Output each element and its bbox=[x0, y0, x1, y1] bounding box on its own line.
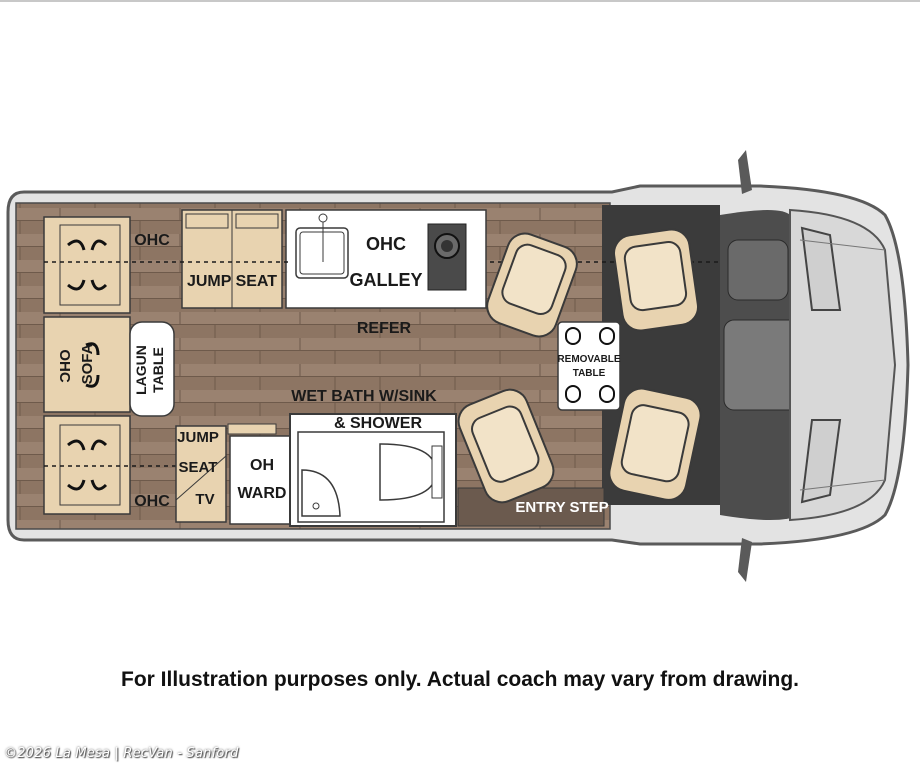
jump-seat-tv bbox=[175, 425, 227, 523]
wet-bath bbox=[289, 413, 457, 527]
label-sofa-ohc: OHC bbox=[56, 349, 73, 383]
top-border bbox=[0, 0, 920, 2]
floorplan-diagram: OHC JUMP SEAT OHC GALLEY REFER OHC SOFA … bbox=[6, 150, 910, 582]
label-entry-step: ENTRY STEP bbox=[515, 499, 608, 516]
label-lagun: LAGUN bbox=[133, 345, 149, 395]
label-galley: GALLEY bbox=[349, 270, 422, 290]
disclaimer-text: For Illustration purposes only. Actual c… bbox=[121, 668, 799, 691]
label-seat: SEAT bbox=[179, 459, 218, 476]
label-lagun-table: TABLE bbox=[150, 347, 166, 393]
seatbelt-icon bbox=[67, 239, 108, 491]
side-mirrors bbox=[738, 150, 752, 582]
removable-table bbox=[557, 321, 621, 411]
label-ohc-rear-top: OHC bbox=[134, 232, 170, 249]
label-ohc-rear-bottom: OHC bbox=[134, 493, 170, 510]
captain-chairs bbox=[457, 228, 702, 504]
label-jump-seat: JUMP SEAT bbox=[187, 273, 277, 290]
rear-sofa-unit bbox=[43, 216, 175, 515]
label-ohc-galley: OHC bbox=[366, 234, 406, 254]
watermark-text: ©2026 La Mesa | RecVan - Sanford bbox=[4, 746, 239, 761]
jump-seat-cabinet bbox=[181, 209, 283, 309]
wardrobe bbox=[227, 423, 291, 525]
label-jump: JUMP bbox=[177, 429, 219, 446]
label-tv: TV bbox=[195, 491, 214, 508]
galley bbox=[285, 209, 487, 309]
label-wet-bath: WET BATH W/SINK bbox=[291, 388, 437, 405]
label-shower: & SHOWER bbox=[334, 415, 422, 432]
floorplan-labels: OHC JUMP SEAT OHC GALLEY REFER OHC SOFA … bbox=[56, 232, 621, 516]
label-ward: WARD bbox=[238, 485, 287, 502]
label-refer: REFER bbox=[357, 320, 412, 337]
label-sofa: SOFA bbox=[79, 343, 96, 384]
entry-step bbox=[457, 487, 605, 527]
dashed-lines bbox=[44, 261, 720, 467]
label-removable: REMOVABLE bbox=[557, 354, 620, 365]
label-removable-table: TABLE bbox=[573, 368, 606, 379]
label-oh: OH bbox=[250, 457, 274, 474]
